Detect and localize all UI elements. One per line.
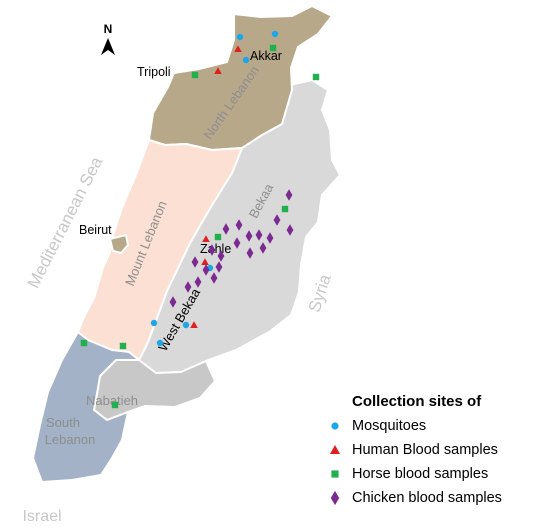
legend-item-label: Human Blood samples	[352, 442, 498, 458]
legend-item-label: Mosquitoes	[352, 418, 427, 434]
triangle-marker-icon	[330, 445, 340, 454]
legend-item: Mosquitoes	[318, 414, 546, 438]
legend-item-label: Horse blood samples	[352, 466, 489, 482]
site-marker-human-blood	[201, 258, 209, 266]
collection-site-markers	[80, 30, 320, 409]
label-south-lebanon-2: Lebanon	[45, 432, 96, 447]
north-arrow-icon: N	[101, 22, 115, 55]
site-marker-chicken-blood	[202, 264, 210, 276]
label-akkar: Akkar	[250, 49, 282, 63]
label-beirut: Beirut	[79, 223, 112, 237]
legend-item: Chicken blood samples	[318, 486, 546, 510]
label-israel: Israel	[22, 508, 61, 525]
site-marker-chicken-blood	[215, 261, 223, 273]
circle-marker-icon	[331, 422, 339, 430]
site-marker-mosquito	[271, 30, 279, 38]
site-marker-chicken-blood	[245, 230, 253, 242]
site-marker-human-blood	[202, 235, 210, 243]
site-marker-chicken-blood	[246, 247, 254, 259]
label-tripoli: Tripoli	[137, 65, 171, 79]
site-marker-mosquito	[182, 321, 190, 329]
site-marker-chicken-blood	[210, 272, 218, 284]
site-marker-chicken-blood	[169, 296, 177, 308]
site-marker-horse-blood	[312, 73, 320, 81]
label-syria: Syria	[305, 271, 335, 314]
diamond-marker-icon	[330, 490, 340, 506]
site-marker-chicken-blood	[194, 276, 202, 288]
site-marker-horse-blood	[281, 205, 289, 213]
site-marker-horse-blood	[269, 44, 277, 52]
square-marker-icon	[331, 470, 339, 478]
site-marker-mosquito	[150, 319, 158, 327]
site-marker-mosquito	[236, 33, 244, 41]
legend-item-label: Chicken blood samples	[352, 490, 502, 506]
site-marker-chicken-blood	[233, 237, 241, 249]
site-marker-mosquito	[156, 339, 164, 347]
svg-text:N: N	[104, 22, 113, 36]
site-marker-chicken-blood	[285, 189, 293, 201]
site-marker-horse-blood	[191, 71, 199, 79]
site-marker-mosquito	[242, 56, 250, 64]
site-marker-chicken-blood	[191, 256, 199, 268]
site-marker-human-blood	[234, 45, 242, 53]
legend-title: Collection sites of	[352, 393, 482, 410]
site-marker-horse-blood	[80, 339, 88, 347]
site-marker-chicken-blood	[235, 219, 243, 231]
site-marker-chicken-blood	[259, 242, 267, 254]
site-marker-chicken-blood	[184, 281, 192, 293]
region-south-lebanon	[32, 331, 140, 483]
label-nabatieh: Nabatieh	[86, 393, 138, 408]
legend-item: Horse blood samples	[318, 462, 546, 486]
site-marker-chicken-blood	[273, 214, 281, 226]
site-marker-chicken-blood	[266, 232, 274, 244]
site-marker-horse-blood	[119, 342, 127, 350]
site-marker-chicken-blood	[286, 224, 294, 236]
legend-item: Human Blood samples	[318, 438, 546, 462]
site-marker-human-blood	[214, 67, 222, 75]
label-south-lebanon: South	[46, 415, 80, 430]
label-zahle: Zahle	[200, 242, 231, 256]
region-beirut	[109, 234, 129, 254]
site-marker-human-blood	[190, 321, 198, 329]
site-marker-chicken-blood	[255, 229, 263, 241]
site-marker-horse-blood	[214, 233, 222, 241]
site-marker-chicken-blood	[217, 250, 225, 262]
site-marker-chicken-blood	[222, 223, 230, 235]
site-marker-chicken-blood	[208, 244, 216, 256]
site-marker-horse-blood	[111, 401, 119, 409]
